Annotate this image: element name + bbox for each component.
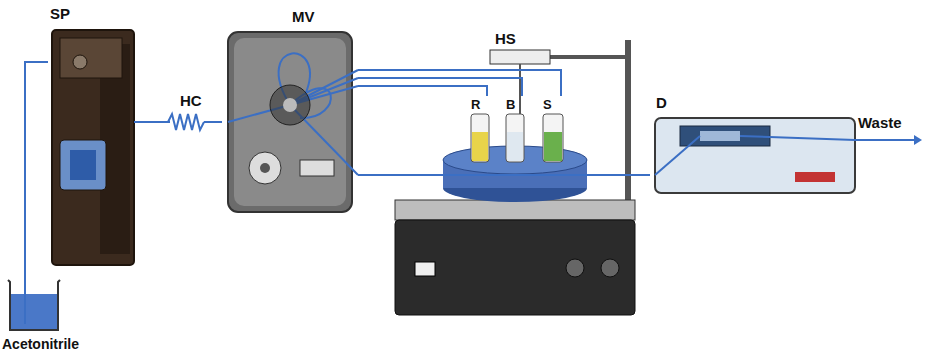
stand-rod: [625, 40, 631, 305]
hotplate-body: [395, 220, 635, 315]
solvent-reservoir: Acetonitrile: [2, 270, 94, 354]
sample-loop: [290, 88, 331, 118]
control-knob: [601, 259, 619, 277]
sample-loop: [279, 53, 310, 105]
node-label: Acetonitrile: [2, 336, 79, 353]
control-knob: [566, 259, 584, 277]
detector-badge: [795, 172, 835, 182]
tubing-connector: [358, 174, 650, 176]
temperature-probe: [519, 64, 521, 150]
pump-side-panel: [100, 44, 130, 254]
coil-ground: [170, 110, 204, 134]
vial-liquid: [472, 132, 488, 161]
node-label: B: [506, 96, 515, 113]
flow-cell-window: [680, 126, 770, 146]
stand-arm: [550, 55, 628, 59]
solvent-liquid: [11, 294, 57, 329]
hotplate-stirrer: HS R B S: [385, 30, 645, 325]
inlet-tube: [24, 270, 26, 324]
holding-coil: [168, 114, 204, 130]
node-label: R: [471, 96, 480, 113]
valve-knob-center: [260, 163, 270, 173]
power-switch: [415, 262, 435, 276]
reagent-vial: [471, 114, 489, 162]
flow-cell: [700, 131, 740, 141]
detector: D: [650, 92, 855, 197]
syringe-barrel: [70, 150, 96, 180]
valve-knob: [249, 152, 281, 184]
node-label: MV: [292, 8, 315, 25]
valve-port-tube: [290, 105, 358, 175]
pump-housing: [52, 30, 134, 265]
syringe-pump: SP: [48, 5, 140, 267]
reagent-vial: R: [468, 96, 492, 152]
valve-plate: [300, 160, 334, 176]
blank-vial: B: [503, 96, 527, 152]
waste-arrowhead: [914, 135, 922, 145]
multiposition-valve: MV: [222, 8, 358, 218]
node-label: D: [656, 94, 667, 111]
valve-housing: [228, 32, 352, 212]
hotplate-top: [395, 200, 635, 220]
coil-label: HC: [180, 92, 202, 109]
syringe-window: [60, 140, 106, 190]
valve-face: [234, 38, 346, 206]
pump-top-panel: [60, 38, 122, 78]
detector-inlet: [655, 136, 700, 175]
tubing-connector: [358, 78, 522, 96]
node-label: SP: [50, 5, 70, 22]
valve-port-tube: [290, 86, 358, 105]
beaker: [8, 280, 60, 330]
sample-vial: [543, 114, 563, 162]
waste-label: Waste: [858, 114, 902, 131]
node-label: HS: [495, 30, 516, 47]
tubing-connector: [358, 70, 561, 96]
vial-liquid: [544, 132, 562, 161]
waste-line: [855, 139, 914, 141]
node-label: S: [543, 96, 552, 113]
vial-liquid: [507, 132, 523, 161]
valve-port-tube: [290, 70, 358, 105]
valve-inlet-tube: [228, 105, 290, 122]
pump-outlet: [134, 121, 140, 123]
valve-center: [283, 98, 297, 112]
water-bath-bottom: [443, 174, 587, 202]
water-bath: [443, 160, 587, 188]
detector-housing: [655, 118, 855, 193]
blank-vial: [506, 114, 524, 162]
detector-outlet: [740, 136, 855, 140]
sample-vial: S: [540, 96, 566, 152]
tubing-connector: [25, 62, 48, 270]
valve-rotor: [270, 85, 310, 125]
tubing-connector: [140, 121, 222, 123]
pump-head: [73, 55, 87, 69]
tubing-connector: [358, 86, 487, 96]
thermometer-display: [490, 50, 550, 64]
water-bath-surface: [443, 146, 587, 174]
valve-port-tube: [290, 78, 358, 105]
